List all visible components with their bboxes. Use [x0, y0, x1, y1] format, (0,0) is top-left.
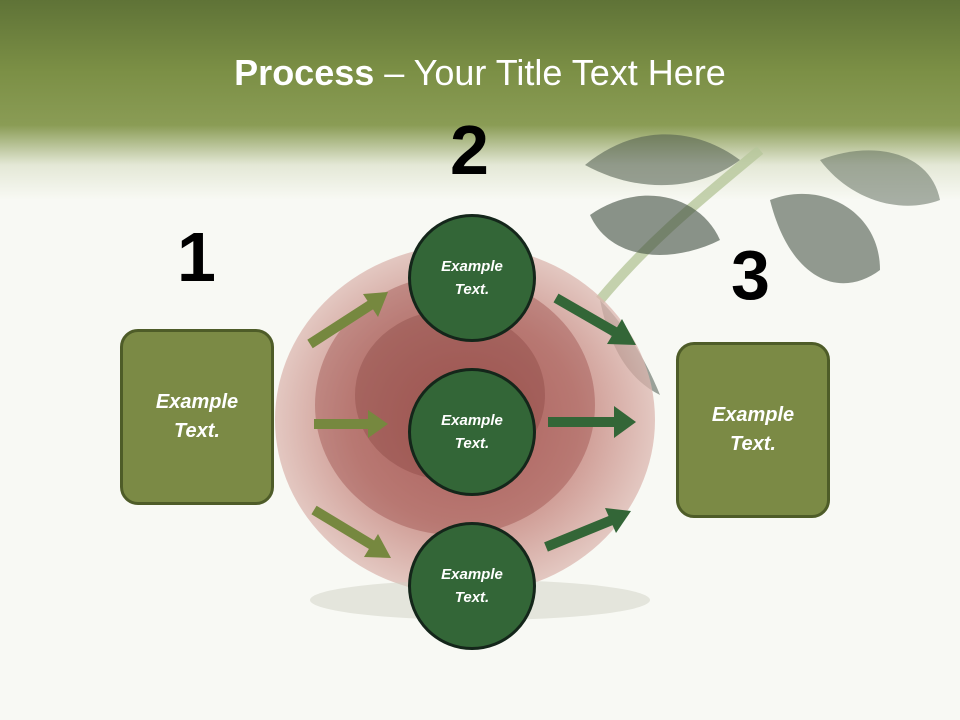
circle-bottom-label: Example Text. [441, 566, 503, 606]
circle-top-label: Example Text. [441, 258, 503, 298]
step-number-3: 3 [731, 236, 770, 314]
header-band [0, 0, 960, 200]
arrow-right-icon [314, 410, 388, 438]
step-number-1: 1 [177, 218, 216, 296]
step-2-circle-top: Example Text. [408, 214, 536, 342]
arrow-right-icon [548, 406, 636, 438]
step-2-circle-middle: Example Text. [408, 368, 536, 496]
title-bold: Process [234, 52, 375, 93]
arrow-right-up-icon [544, 508, 631, 552]
arrow-right-up-icon [307, 292, 388, 349]
step-2-circle-bottom: Example Text. [408, 522, 536, 650]
title-rest: – Your Title Text Here [374, 52, 726, 93]
step-1-label: Example Text. [155, 391, 239, 442]
circle-middle-label: Example Text. [441, 412, 503, 452]
arrow-right-down-icon [311, 505, 391, 558]
arrow-right-down-icon [553, 293, 636, 345]
slide-title: Process – Your Title Text Here [0, 52, 960, 94]
step-1-box: Example Text. [120, 329, 274, 505]
step-3-label: Example Text. [711, 404, 795, 455]
step-number-2: 2 [450, 111, 489, 189]
step-3-box: Example Text. [676, 342, 830, 518]
